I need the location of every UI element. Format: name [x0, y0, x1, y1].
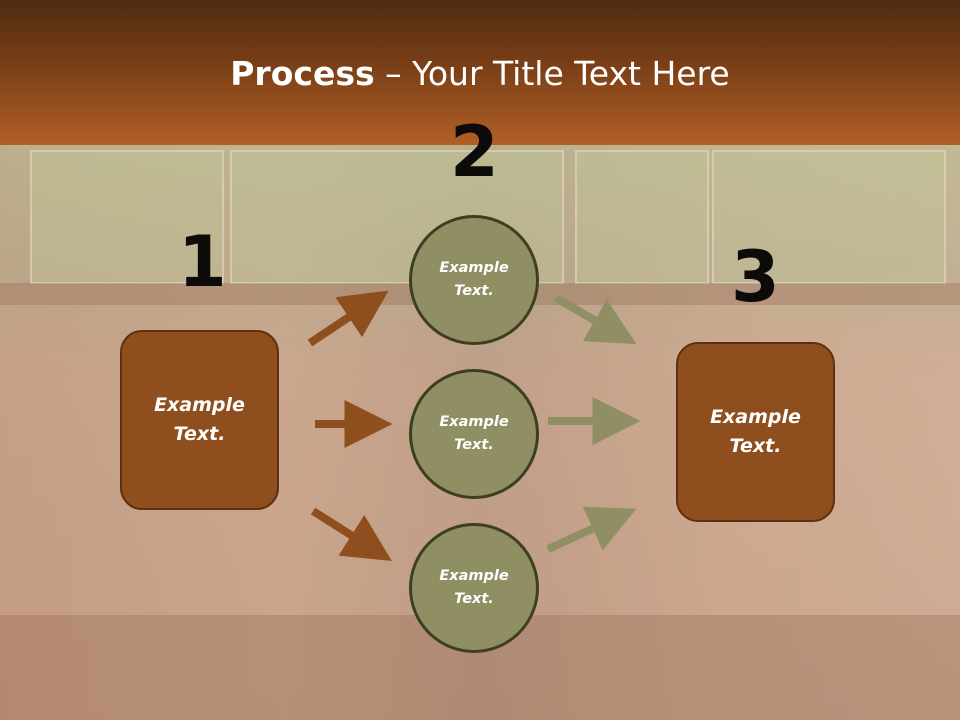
slide-title: Process – Your Title Text Here	[0, 52, 960, 96]
title-bold: Process	[230, 54, 375, 93]
process-box-left-text: Example Text.	[154, 394, 245, 445]
process-circle-bottom-text: Example Text.	[439, 568, 509, 607]
process-circle-middle: Example Text.	[409, 369, 539, 499]
process-circle-top-text: Example Text.	[439, 260, 509, 299]
step-number-2: 2	[450, 111, 499, 193]
arrow-left-to-bottom	[310, 507, 392, 561]
process-box-left: Example Text.	[120, 330, 279, 510]
arrow-bottom-to-right	[546, 506, 637, 553]
arrow-left-to-top	[307, 290, 389, 347]
title-bar: Process – Your Title Text Here	[0, 0, 960, 145]
process-circle-top: Example Text.	[409, 215, 539, 345]
title-rest: – Your Title Text Here	[374, 54, 730, 93]
step-number-3: 3	[731, 236, 780, 318]
process-box-right-text: Example Text.	[710, 406, 801, 457]
process-box-right: Example Text.	[676, 342, 835, 522]
step-number-1: 1	[178, 221, 227, 303]
process-circle-bottom: Example Text.	[409, 523, 539, 653]
arrow-top-to-right	[554, 294, 637, 345]
process-circle-middle-text: Example Text.	[439, 414, 509, 453]
